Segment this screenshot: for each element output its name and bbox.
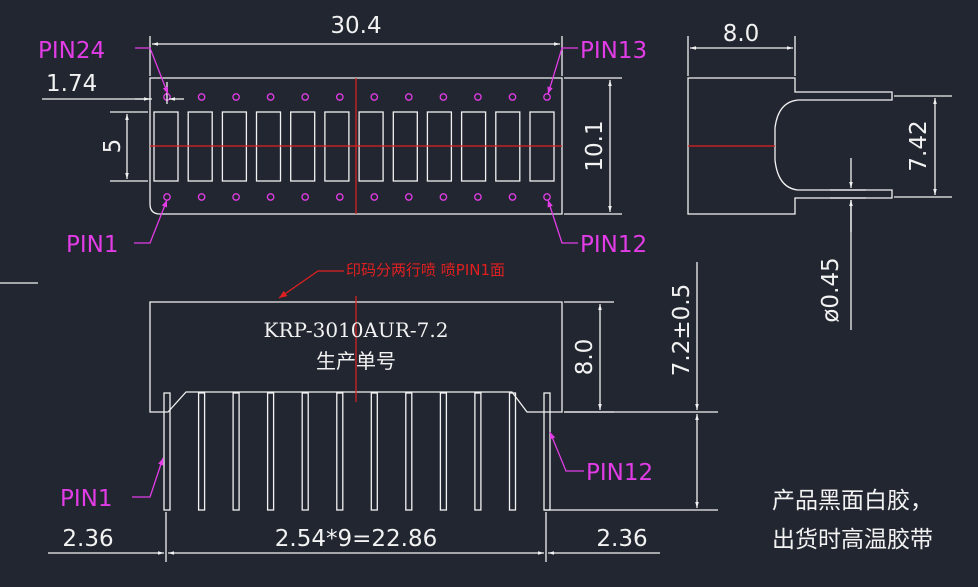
pin-lead [508, 392, 517, 511]
pin-lead [301, 392, 309, 511]
pin-lead [232, 392, 240, 511]
pin-hole [163, 193, 171, 201]
dim-side-width: 8.0 [687, 21, 796, 76]
dim-side-height: 7.42 [894, 95, 952, 198]
pin-hole [197, 193, 206, 201]
pin1-front-label-group: PIN1 [60, 457, 164, 512]
print-note-text: 印码分两行喷 喷PIN1面 [346, 261, 505, 279]
pin-hole [404, 193, 413, 201]
dim-pin-offset: 1.74 [42, 71, 184, 104]
pin-hole [301, 93, 310, 101]
pin-hole [543, 93, 551, 101]
front-view-outline [149, 301, 563, 413]
pin-lead [266, 392, 275, 511]
pin-hole [439, 193, 448, 201]
pin24-label-group: PIN24 [38, 38, 169, 95]
pin-lead [336, 392, 344, 511]
dim-pin-diameter: ø0.45 [818, 158, 866, 330]
dim-pin-length: 7.2±0.5 [544, 262, 718, 511]
front-view: KRP-3010AUR-7.2 生产单号 [149, 296, 563, 511]
dim-body-height-top-text: 10.1 [582, 120, 608, 171]
pin-hole [404, 93, 413, 101]
pin-hole [508, 93, 517, 101]
dim-bottom-row: 2.36 2.54*9=22.86 2.36 [48, 512, 660, 562]
note-line-1: 产品黑面白胶， [772, 488, 933, 514]
pin12-top-label-group: PIN12 [547, 199, 647, 258]
pin-hole [266, 193, 275, 201]
note-line-2: 出货时高温胶带 [772, 527, 933, 553]
pin-hole [474, 193, 482, 201]
pin-lead [163, 392, 171, 511]
top-view [149, 77, 563, 215]
pin1-top-label-group: PIN1 [66, 199, 168, 258]
front-pin-group [163, 392, 551, 511]
dim-left-edge-text: 2.36 [62, 526, 113, 552]
pin-lead [543, 392, 551, 511]
dim-segment-height-text: 5 [100, 139, 126, 154]
dim-body-height-front: 8.0 [564, 301, 614, 413]
pin-lead [370, 392, 378, 511]
dim-pin-offset-text: 1.74 [46, 71, 97, 97]
pin-lead [474, 392, 482, 511]
pin-lead [405, 392, 413, 511]
dim-pin-length-text: 7.2±0.5 [669, 284, 695, 376]
pin-hole [474, 93, 482, 101]
pin-hole [232, 93, 240, 101]
pin-hole [543, 193, 551, 201]
top-view-outline [149, 77, 563, 215]
pin12-front-label: PIN12 [586, 460, 653, 486]
pin-hole [335, 193, 344, 201]
dim-right-edge-text: 2.36 [596, 526, 647, 552]
order-number-text: 生产单号 [316, 349, 396, 373]
print-note-group: 印码分两行喷 喷PIN1面 [278, 261, 505, 299]
pin-hole [335, 93, 344, 101]
side-view [687, 77, 893, 215]
dim-body-height-front-text: 8.0 [572, 339, 598, 376]
dim-body-height-top: 10.1 [564, 77, 622, 215]
dim-pin-diameter-text: ø0.45 [818, 257, 844, 322]
pin-hole [508, 193, 517, 201]
pin-hole-group [163, 93, 551, 201]
pin-hole [370, 93, 379, 101]
dim-overall-length-text: 30.4 [330, 13, 381, 39]
pin-hole [301, 193, 310, 201]
pin13-label: PIN13 [580, 38, 647, 64]
pin1-front-label: PIN1 [60, 486, 113, 512]
dim-pitch-total-text: 2.54*9=22.86 [275, 526, 437, 552]
pin-hole [439, 93, 448, 101]
dim-side-height-text: 7.42 [906, 120, 932, 171]
part-number-text: KRP-3010AUR-7.2 [264, 318, 449, 342]
pin1-top-label: PIN1 [66, 232, 119, 258]
pin-lead [439, 392, 448, 511]
dim-overall-length: 30.4 [149, 13, 563, 76]
pin13-label-group: PIN13 [547, 38, 647, 95]
dim-side-width-text: 8.0 [723, 21, 760, 47]
dim-segment-height: 5 [100, 111, 148, 182]
pin-hole [232, 193, 240, 201]
pin-hole [266, 93, 275, 101]
pin-hole [197, 93, 206, 101]
pin-hole [370, 193, 379, 201]
pin12-top-label: PIN12 [580, 232, 647, 258]
pin24-label: PIN24 [38, 38, 105, 64]
pin-lead [197, 392, 206, 511]
pin12-front-label-group: PIN12 [549, 431, 653, 486]
